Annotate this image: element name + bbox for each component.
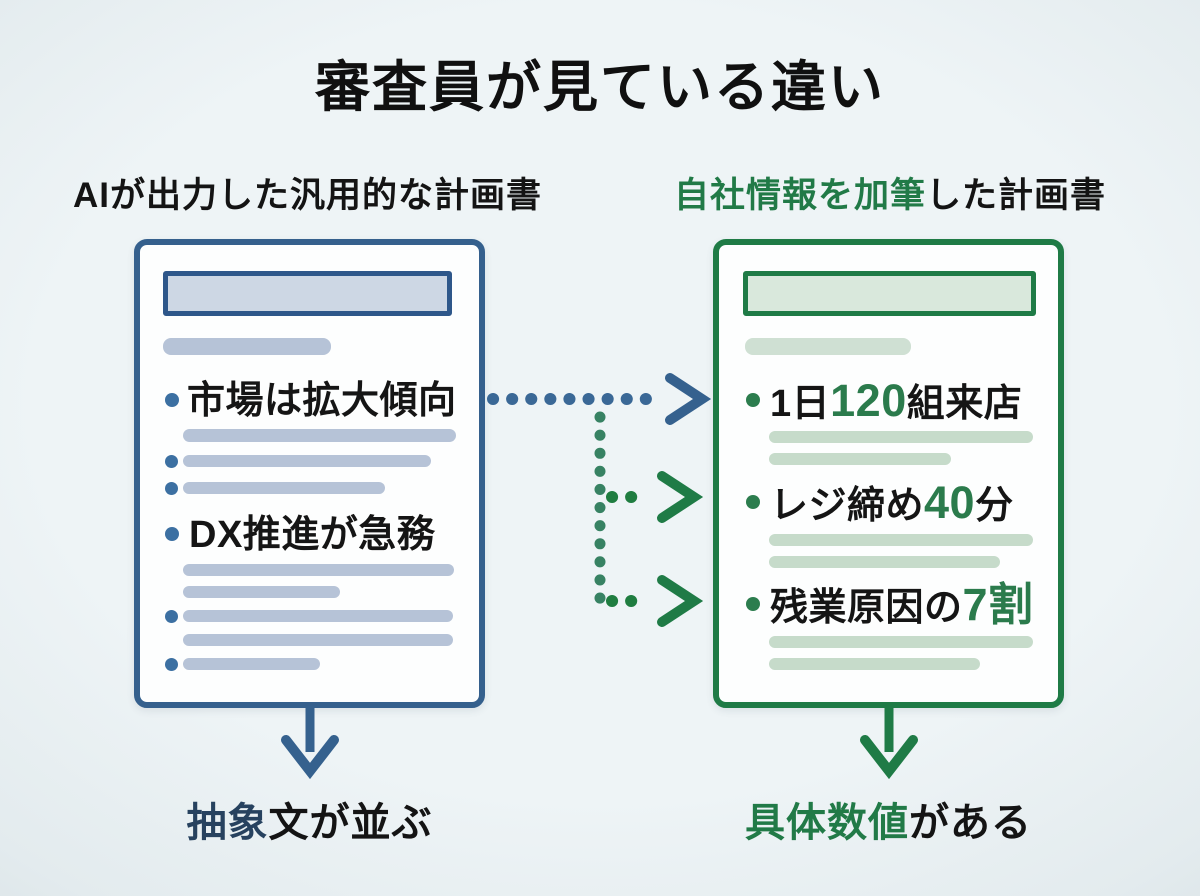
left-document-card: 市場は拡大傾向 DX推進が急務 bbox=[134, 239, 485, 708]
bullet-dot-icon bbox=[165, 610, 178, 623]
placeholder-line bbox=[183, 658, 320, 670]
right-bullet-2: レジ締め40分 bbox=[770, 477, 1014, 528]
left-bullet-2: DX推進が急務 bbox=[189, 514, 436, 556]
placeholder-line bbox=[183, 482, 385, 494]
right-caption-highlight: 具体数値 bbox=[745, 801, 909, 845]
right-doc-heading-highlight: 自社情報を加筆 bbox=[673, 176, 926, 215]
arrowhead-right-icon bbox=[657, 575, 704, 627]
right-caption-rest: がある bbox=[909, 801, 1032, 845]
left-bullet-1: 市場は拡大傾向 bbox=[187, 380, 457, 422]
right-bullet-1: 1日120組来店 bbox=[770, 375, 1023, 426]
document-title-bar bbox=[163, 271, 452, 316]
down-arrowhead-icon bbox=[281, 735, 339, 780]
arrowhead-right-icon bbox=[657, 471, 704, 523]
right-caption: 具体数値がある bbox=[713, 790, 1064, 848]
right-document-card: 1日120組来店 レジ締め40分 残業原因の7割 bbox=[713, 239, 1064, 708]
placeholder-line bbox=[769, 636, 1033, 648]
bullet-dot-icon bbox=[746, 495, 760, 509]
placeholder-line bbox=[769, 453, 951, 465]
placeholder-line bbox=[183, 634, 453, 646]
document-title-bar bbox=[743, 271, 1036, 316]
bullet-dot-icon bbox=[165, 658, 178, 671]
right-doc-heading: 自社情報を加筆した計画書 bbox=[615, 167, 1165, 218]
left-caption-highlight: 抽象 bbox=[186, 801, 269, 845]
bullet-dot-icon bbox=[165, 393, 179, 407]
placeholder-line bbox=[183, 564, 454, 576]
highlight-number: 7割 bbox=[962, 579, 1034, 630]
placeholder-line bbox=[183, 610, 453, 622]
placeholder-line bbox=[183, 455, 431, 467]
left-caption: 抽象文が並ぶ bbox=[134, 790, 485, 848]
highlight-number: 40 bbox=[924, 477, 976, 528]
page-title: 審査員が見ている違い bbox=[314, 56, 885, 118]
placeholder-line bbox=[769, 431, 1033, 443]
arrowhead-right-icon bbox=[665, 373, 712, 425]
placeholder-line bbox=[769, 556, 1000, 568]
placeholder-line bbox=[769, 658, 980, 670]
highlight-number: 120 bbox=[830, 375, 907, 426]
down-arrowhead-icon bbox=[860, 735, 918, 780]
left-doc-heading-text: AIが出力した汎用的な計画書 bbox=[72, 176, 542, 215]
placeholder-line bbox=[183, 586, 340, 598]
bullet-dot-icon bbox=[165, 482, 178, 495]
placeholder-line bbox=[745, 338, 911, 355]
bullet-dot-icon bbox=[165, 527, 179, 541]
right-bullet-3: 残業原因の7割 bbox=[770, 579, 1034, 630]
left-caption-rest: 文が並ぶ bbox=[268, 801, 433, 845]
bullet-dot-icon bbox=[746, 393, 760, 407]
placeholder-line bbox=[163, 338, 331, 355]
bullet-dot-icon bbox=[165, 455, 178, 468]
left-doc-heading: AIが出力した汎用的な計画書 bbox=[30, 167, 585, 218]
bullet-dot-icon bbox=[746, 597, 760, 611]
placeholder-line bbox=[183, 429, 456, 442]
right-doc-heading-rest: した計画書 bbox=[926, 176, 1107, 215]
placeholder-line bbox=[769, 534, 1033, 546]
